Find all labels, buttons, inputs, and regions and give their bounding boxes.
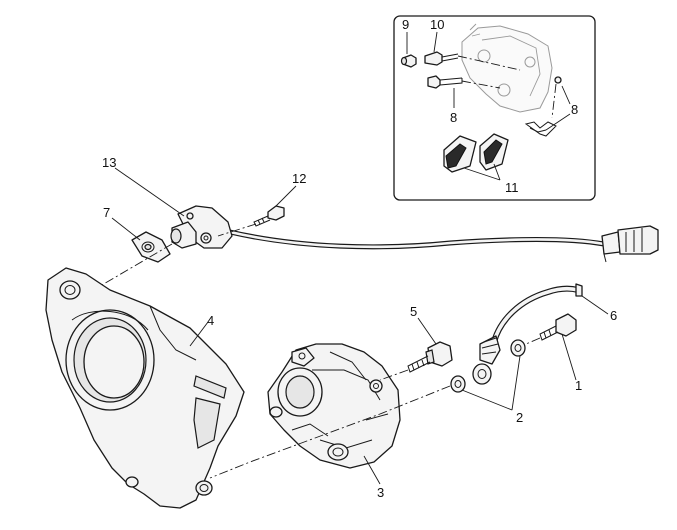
callout-6: 6 [610,308,617,323]
part-brake-hose [472,283,583,385]
callout-8-inset-pin: 8 [450,110,457,125]
callout-5: 5 [410,304,417,319]
part-sensor-spacer [131,231,171,263]
callout-13: 13 [102,155,116,170]
inset-part-bleed-screw [424,51,459,66]
part-banjo-bolt [407,341,453,373]
inset-part-pad-pin [427,75,463,89]
part-sealing-washers [450,339,526,393]
inset-part-bleed-cap [400,54,417,68]
inset-detail-box: 9 10 8 8 11 [393,15,596,201]
inset-part-spring-clip [524,76,562,137]
part-caliper-bracket [45,267,245,509]
callout-10: 10 [430,17,444,32]
inset-caliper-ghost [461,23,553,113]
callout-3: 3 [377,485,384,500]
callout-9: 9 [402,17,409,32]
part-brake-caliper [267,343,401,469]
part-speed-sensor [170,205,233,249]
callout-11: 11 [505,180,519,195]
inset-part-brake-pads [443,133,509,173]
cable-connector [601,225,659,263]
part-sensor-screw [253,205,285,227]
part-bleed-valve [539,313,577,341]
callout-4: 4 [207,313,214,328]
callout-2: 2 [516,410,523,425]
callout-1: 1 [575,378,582,393]
callout-12: 12 [292,171,306,186]
callout-7: 7 [103,205,110,220]
sensor-cable [229,225,659,263]
callout-8-inset-clip: 8 [571,102,578,117]
